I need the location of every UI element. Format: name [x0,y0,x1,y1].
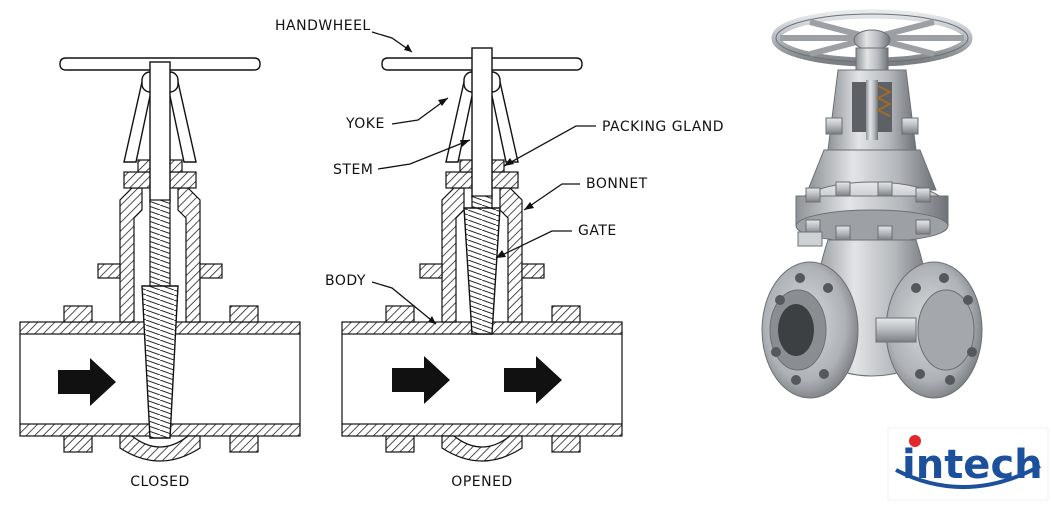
label-stem: STEM [333,162,373,178]
flow-arrow-icon [392,356,450,404]
leader-yoke [391,97,449,125]
logo-swoosh-icon [895,464,1041,490]
label-handwheel: HANDWHEEL [275,18,371,34]
label-bonnet: BONNET [586,176,648,192]
flow-arrow-icon [504,356,562,404]
opened-valve-diagram [341,47,623,462]
caption-closed: CLOSED [130,474,190,490]
leader-bonnet [523,183,580,211]
leader-packing-gland [503,125,596,167]
label-gate: GATE [578,223,617,239]
leader-gate [495,230,572,259]
intech-logo: intech [887,427,1049,501]
leader-handwheel [371,31,413,53]
part-labels: HANDWHEEL YOKE STEM PACKING GLAND BONNET… [275,18,724,325]
label-body: BODY [325,273,366,289]
label-yoke: YOKE [345,116,385,132]
leader-stem [377,139,471,170]
caption-opened: OPENED [451,474,512,490]
closed-valve-diagram [19,57,301,462]
gate-valve-photo [761,9,983,399]
flow-arrow-icon [58,358,116,406]
label-packing-gland: PACKING GLAND [602,119,724,135]
logo-text: intech [902,442,1043,488]
logo-dot-icon [909,435,921,447]
leader-body [371,281,437,325]
